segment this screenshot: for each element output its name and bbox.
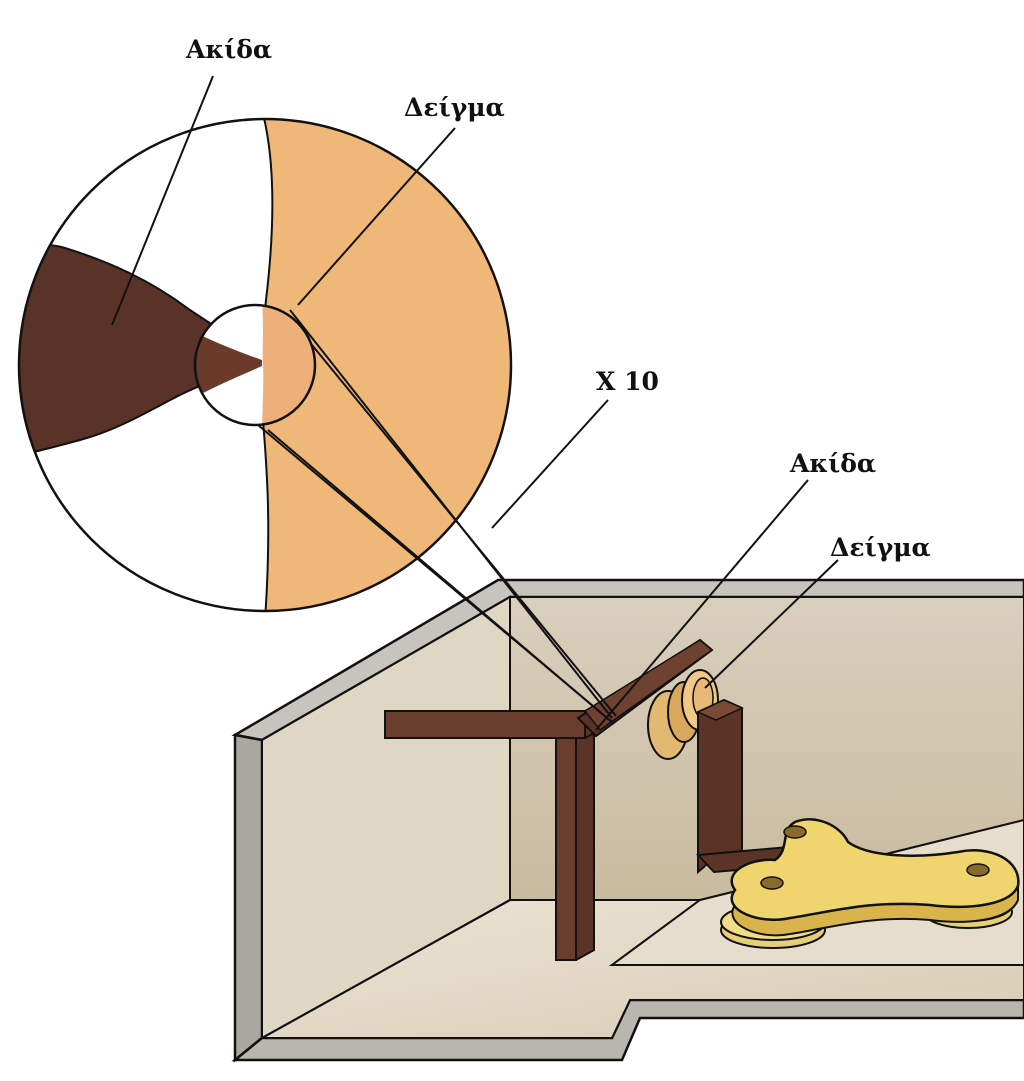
- box-rim-left: [233, 733, 264, 1063]
- zoom-outer-circle: [17, 117, 513, 613]
- leader-sample: [704, 559, 839, 689]
- label-sample: Δείγμα: [830, 533, 931, 562]
- label-magnification: X 10: [596, 367, 659, 396]
- base-plate: [720, 818, 1020, 949]
- label-tip-zoom: Ακίδα: [185, 35, 272, 64]
- projection-lines: [257, 309, 617, 725]
- apparatus-box: [231, 578, 1024, 1063]
- leader-lines: [111, 75, 839, 731]
- label-sample-zoom: Δείγμα: [404, 93, 505, 122]
- leader-tip: [595, 479, 809, 731]
- leader-tip-zoom: [111, 75, 214, 326]
- leader-magnification: [491, 399, 609, 529]
- sample-disc: [647, 669, 719, 760]
- zoom-inner-circle: [193, 303, 317, 427]
- leader-sample-zoom: [297, 127, 456, 306]
- label-tip: Ακίδα: [789, 449, 876, 478]
- zoom-view: [17, 117, 513, 613]
